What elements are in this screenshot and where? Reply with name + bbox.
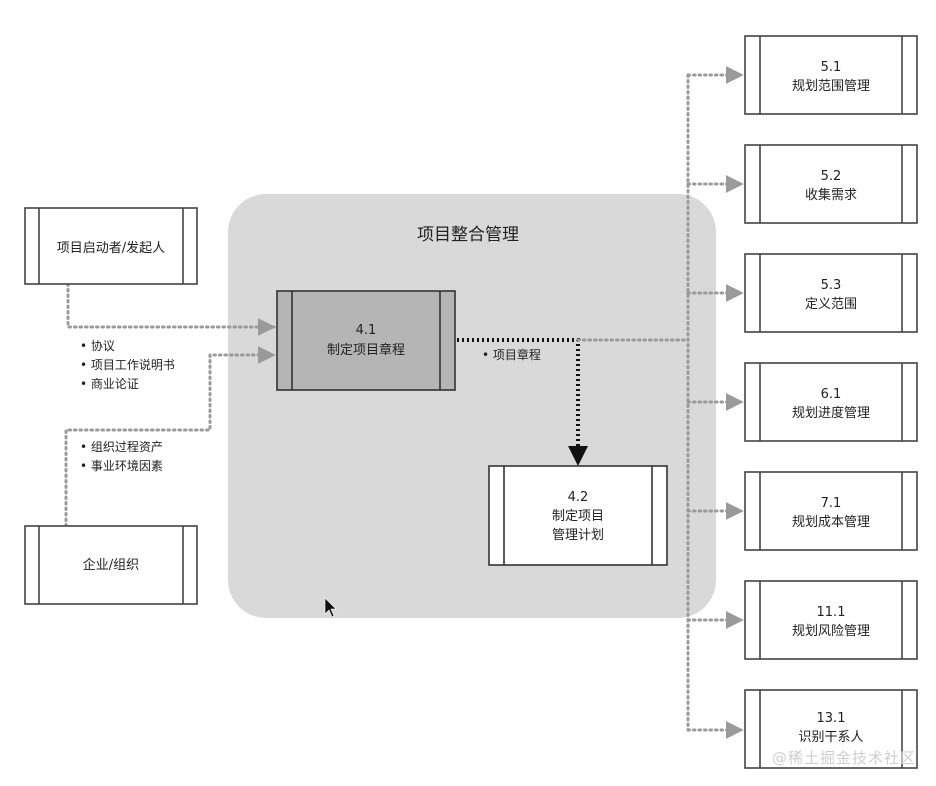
target-5-3-name: 定义范围 xyxy=(805,297,857,312)
target-7-1-box[interactable]: 7.1 规划成本管理 xyxy=(744,471,918,551)
target-5-3-number: 5.3 xyxy=(821,278,842,293)
target-7-1-number: 7.1 xyxy=(821,496,842,511)
enterprise-label: 企业/组织 xyxy=(83,557,139,573)
target-5-1-number: 5.1 xyxy=(821,60,842,75)
process-4-1-number: 4.1 xyxy=(356,323,377,338)
process-4-2-box[interactable]: 4.2 制定项目 管理计划 xyxy=(488,465,668,566)
process-4-2-name-line1: 制定项目 xyxy=(552,509,604,524)
mouse-cursor-icon xyxy=(324,597,337,618)
target-11-1-box[interactable]: 11.1 规划风险管理 xyxy=(744,580,918,660)
process-4-1-name: 制定项目章程 xyxy=(327,342,405,358)
target-6-1-name: 规划进度管理 xyxy=(792,405,870,421)
target-5-2-name: 收集需求 xyxy=(805,187,857,203)
watermark-text: @稀土掘金技术社区 xyxy=(771,749,916,767)
target-11-1-name: 规划风险管理 xyxy=(792,624,870,639)
enterprise-input-box[interactable]: 企业/组织 xyxy=(24,525,198,605)
process-4-1-box[interactable]: 4.1 制定项目章程 xyxy=(276,290,456,391)
enterprise-item-eef: • 事业环境因素 xyxy=(80,458,163,473)
target-5-2-box[interactable]: 5.2 收集需求 xyxy=(744,144,918,224)
enterprise-item-opa: • 组织过程资产 xyxy=(80,439,163,454)
sponsor-to-41-arrow xyxy=(66,282,276,336)
enterprise-to-41-arrow xyxy=(64,346,276,528)
target-13-1-number: 13.1 xyxy=(817,711,846,726)
target-6-1-number: 6.1 xyxy=(821,387,842,402)
target-11-1-number: 11.1 xyxy=(817,605,846,620)
process-4-2-name-line2: 管理计划 xyxy=(552,528,604,543)
target-7-1-name: 规划成本管理 xyxy=(792,515,870,530)
process-4-2-number: 4.2 xyxy=(568,490,589,505)
target-6-1-box[interactable]: 6.1 规划进度管理 xyxy=(744,362,918,442)
sponsor-input-box[interactable]: 项目启动者/发起人 xyxy=(24,207,198,285)
sponsor-label: 项目启动者/发起人 xyxy=(57,240,165,256)
group-title: 项目整合管理 xyxy=(417,225,519,245)
target-13-1-name: 识别干系人 xyxy=(798,730,863,745)
target-13-1-box[interactable]: 13.1 识别干系人 xyxy=(744,689,918,769)
target-5-1-box[interactable]: 5.1 规划范围管理 xyxy=(744,35,918,115)
sponsor-item-sow: • 项目工作说明书 xyxy=(80,357,175,372)
target-5-3-box[interactable]: 5.3 定义范围 xyxy=(744,253,918,333)
target-5-1-name: 规划范围管理 xyxy=(792,79,870,94)
sponsor-item-agreement: • 协议 xyxy=(80,338,115,353)
sponsor-item-business-case: • 商业论证 xyxy=(80,376,139,391)
charter-output-label: • 项目章程 xyxy=(482,347,541,362)
target-5-2-number: 5.2 xyxy=(821,169,842,184)
